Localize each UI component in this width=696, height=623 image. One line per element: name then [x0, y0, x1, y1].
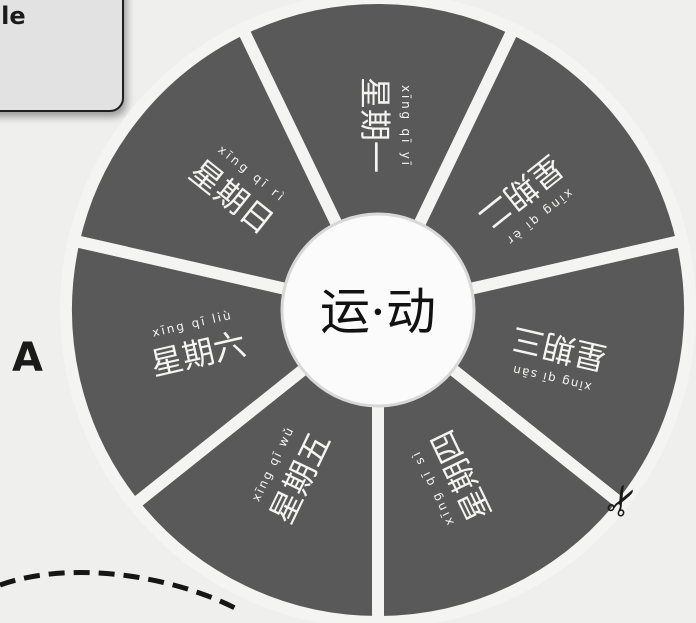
tab-label: ule — [0, 2, 26, 30]
wheel-segment — [236, 0, 520, 316]
wheel-segment — [128, 304, 384, 623]
segment-label: xīng qī yī 星期一 — [356, 77, 413, 173]
wheel-slices — [60, 0, 696, 623]
wheel-segment — [372, 22, 689, 316]
wheel-segment — [372, 304, 628, 623]
pinyin-label: xīng qī yī — [399, 85, 413, 166]
wheel-center — [280, 212, 476, 408]
center-label: 运·动 — [320, 283, 436, 341]
hanzi-label: 星期一 — [356, 77, 394, 173]
side-letter: A — [12, 335, 43, 381]
wheel-segment — [67, 22, 384, 316]
tab-card: ule — [0, 0, 124, 112]
